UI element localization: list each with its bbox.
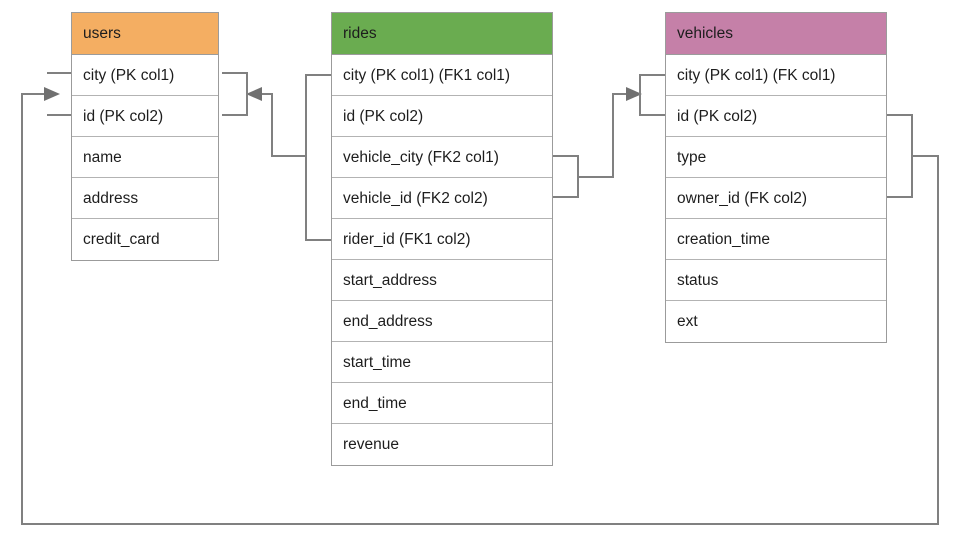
column-row[interactable]: rider_id (FK1 col2) bbox=[332, 219, 552, 260]
column-row[interactable]: city (PK col1) bbox=[72, 55, 218, 96]
arrow-into-users-left bbox=[44, 87, 60, 101]
column-row[interactable]: id (PK col2) bbox=[332, 96, 552, 137]
entity-header-rides: rides bbox=[332, 13, 552, 55]
column-row[interactable]: creation_time bbox=[666, 219, 886, 260]
column-row[interactable]: status bbox=[666, 260, 886, 301]
column-row[interactable]: name bbox=[72, 137, 218, 178]
column-row[interactable]: end_address bbox=[332, 301, 552, 342]
column-row[interactable]: id (PK col2) bbox=[666, 96, 886, 137]
column-row[interactable]: revenue bbox=[332, 424, 552, 465]
entity-table-rides[interactable]: rides city (PK col1) (FK1 col1) id (PK c… bbox=[331, 12, 553, 466]
arrow-into-vehicles-left bbox=[626, 87, 642, 101]
entity-header-vehicles: vehicles bbox=[666, 13, 886, 55]
connector-rides-rider-to-users bbox=[222, 72, 331, 241]
entity-table-vehicles[interactable]: vehicles city (PK col1) (FK col1) id (PK… bbox=[665, 12, 887, 343]
arrow-into-users-right bbox=[246, 87, 262, 101]
column-row[interactable]: ext bbox=[666, 301, 886, 342]
entity-header-users: users bbox=[72, 13, 218, 55]
column-row[interactable]: city (PK col1) (FK col1) bbox=[666, 55, 886, 96]
column-row[interactable]: vehicle_id (FK2 col2) bbox=[332, 178, 552, 219]
column-row[interactable]: id (PK col2) bbox=[72, 96, 218, 137]
column-row[interactable]: owner_id (FK col2) bbox=[666, 178, 886, 219]
column-row[interactable]: end_time bbox=[332, 383, 552, 424]
column-row[interactable]: vehicle_city (FK2 col1) bbox=[332, 137, 552, 178]
column-row[interactable]: address bbox=[72, 178, 218, 219]
connector-rides-vehicle-to-vehicles bbox=[553, 74, 665, 198]
column-row[interactable]: start_time bbox=[332, 342, 552, 383]
column-row[interactable]: start_address bbox=[332, 260, 552, 301]
column-row[interactable]: credit_card bbox=[72, 219, 218, 260]
entity-table-users[interactable]: users city (PK col1) id (PK col2) name a… bbox=[71, 12, 219, 261]
column-row[interactable]: city (PK col1) (FK1 col1) bbox=[332, 55, 552, 96]
column-row[interactable]: type bbox=[666, 137, 886, 178]
